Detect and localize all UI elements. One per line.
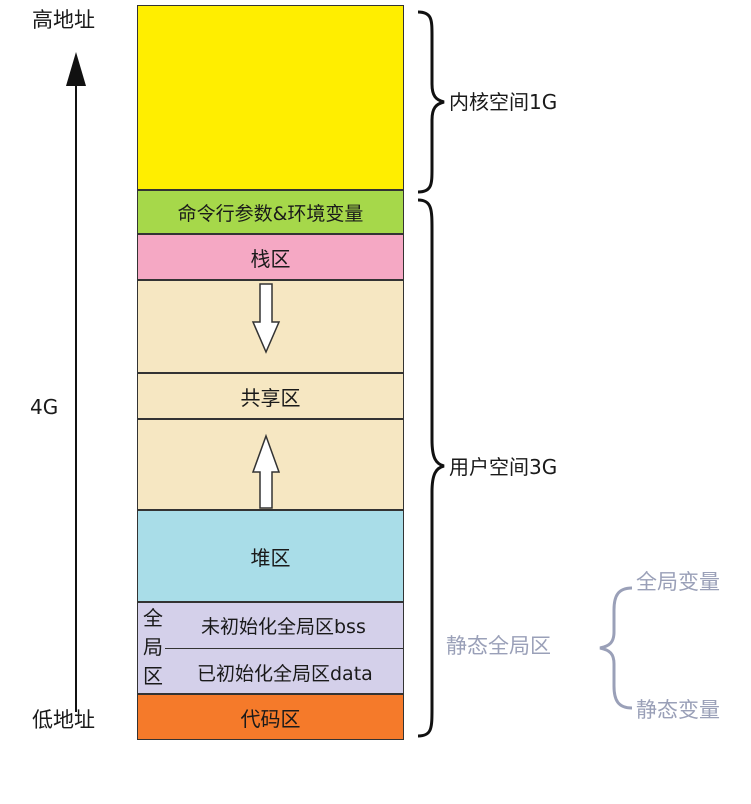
code-label: 代码区 — [240, 706, 301, 731]
bss-data-divider — [165, 648, 404, 649]
args-env-label: 命令行参数&环境变量 — [177, 202, 364, 225]
heap-label: 堆区 — [250, 545, 291, 570]
low-address-label: 低地址 — [32, 708, 95, 732]
stack-block: 栈区 — [137, 234, 404, 280]
data-label: 已初始化全局区data — [197, 663, 373, 685]
args-env-block: 命令行参数&环境变量 — [137, 190, 404, 234]
stack-down-arrow — [251, 283, 281, 354]
static-annotation-brace — [599, 586, 633, 710]
shared-block: 共享区 — [137, 373, 404, 419]
bss-label: 未初始化全局区bss — [201, 616, 366, 638]
stack-label: 栈区 — [250, 246, 291, 271]
static-variable-label: 静态变量 — [636, 698, 720, 722]
global-variable-label: 全局变量 — [636, 570, 720, 594]
heap-up-arrow — [251, 433, 281, 509]
kernel-space-brace — [417, 10, 445, 194]
shared-label: 共享区 — [240, 385, 301, 410]
kernel-space-label: 内核空间1G — [449, 90, 558, 114]
code-block: 代码区 — [137, 694, 404, 740]
heap-block: 堆区 — [137, 510, 404, 602]
user-space-brace — [417, 198, 445, 738]
address-axis-arrowhead — [66, 52, 86, 86]
high-address-label: 高地址 — [32, 8, 95, 32]
static-global-area-label: 静态全局区 — [446, 634, 551, 658]
total-size-label: 4G — [30, 395, 59, 419]
global-side-label: 全 局 区 — [143, 606, 163, 688]
kernel-space-block — [137, 5, 404, 190]
user-space-label: 用户空间3G — [449, 455, 558, 479]
